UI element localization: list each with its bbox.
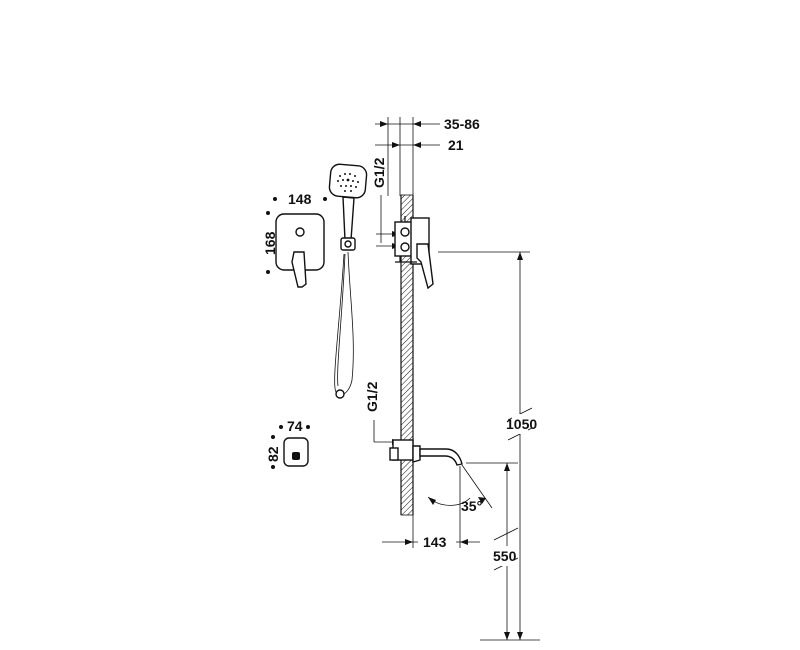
spout-angle-label: 35°	[461, 498, 482, 514]
spray-holes	[337, 173, 359, 192]
lower-thread-callout: G1/2	[364, 381, 400, 445]
small-plate-height-label: 82	[265, 446, 281, 462]
wall-depth-label: 21	[448, 137, 464, 153]
spout-projection-label: 143	[423, 534, 447, 550]
plate-width-label: 148	[288, 191, 312, 207]
wall-thickness-label: 35-86	[444, 116, 480, 132]
total-height-label: 1050	[506, 416, 537, 432]
bath-spout	[389, 439, 463, 466]
thread-lower-label: G1/2	[364, 381, 380, 412]
plate-height-label: 168	[262, 231, 278, 255]
spout-angle-dimension: 35°	[427, 464, 493, 514]
total-height-dimension: 1050	[438, 251, 537, 640]
spout-height-label: 550	[493, 548, 517, 564]
wall-thickness-dimension: 35-86 21	[375, 116, 480, 196]
thread-upper-label: G1/2	[371, 157, 387, 188]
front-plate: 148 168	[262, 191, 327, 288]
spout-projection-dimension: 143	[382, 466, 480, 550]
spout-height-dimension: 550	[466, 462, 540, 641]
small-plate: 74 82	[265, 418, 310, 469]
hand-shower	[328, 163, 368, 399]
mixer-body-side-view	[394, 216, 434, 290]
small-plate-width-label: 74	[287, 418, 303, 434]
